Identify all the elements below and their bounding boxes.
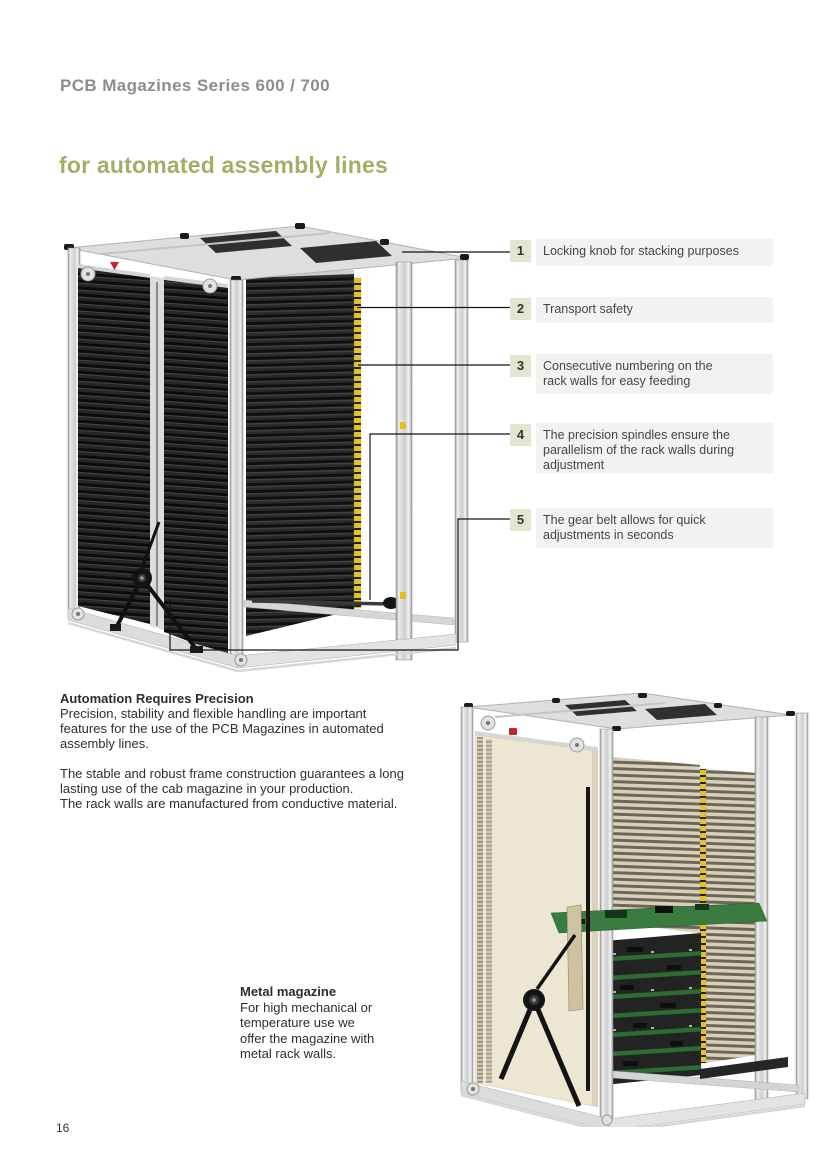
frame-post-right	[395, 261, 413, 661]
metal-magazine-section: Metal magazine For high mechanical or te…	[240, 984, 435, 1062]
callout-3: 3 Consecutive numbering on the rack wall…	[510, 354, 773, 394]
callout-number: 1	[510, 240, 531, 262]
frame-post-rear-right	[795, 712, 809, 1100]
callout-label: Transport safety	[536, 297, 773, 323]
callout-2: 2 Transport safety	[510, 297, 773, 323]
photo-metal-magazine	[455, 693, 812, 1127]
callout-4: 4 The precision spindles ensure the para…	[510, 423, 773, 473]
clamp-bar	[566, 904, 584, 1012]
callout-label: The gear belt allows for quick adjustmen…	[536, 508, 773, 548]
rack-wall-middle	[164, 280, 228, 656]
frame-post-left	[460, 706, 474, 1094]
brand-logo	[110, 262, 119, 270]
callout-number: 3	[510, 355, 531, 377]
protruding-pcb	[550, 902, 768, 934]
frame-post-rear-right	[454, 259, 469, 643]
page-headline: for automated assembly lines	[59, 152, 388, 178]
numbering-strip	[353, 277, 362, 609]
base-frame	[460, 1080, 610, 1127]
photo-pcb-magazine-main	[60, 222, 470, 672]
page-number: 16	[56, 1121, 70, 1135]
callout-label: The precision spindles ensure the parall…	[536, 423, 773, 473]
guide-rollers	[71, 266, 248, 667]
section-paragraph: For high mechanical or temperature use w…	[240, 999, 375, 1062]
stacking-knobs	[64, 223, 469, 282]
rack-wall-left	[78, 268, 150, 624]
callout-number: 4	[510, 424, 531, 446]
transport-safety-knob	[509, 728, 517, 735]
callout-number: 2	[510, 298, 531, 320]
automation-section: Automation Requires Precision Precision,…	[60, 691, 460, 826]
rack-wall-rear	[246, 274, 354, 636]
section-paragraph: Precision, stability and flexible handli…	[60, 706, 384, 751]
gear-belt	[498, 933, 582, 1107]
callout-label: Locking knob for stacking purposes	[536, 239, 773, 266]
section-heading: Automation Requires Precision	[60, 691, 254, 706]
drive-belt	[586, 787, 590, 1091]
warning-label	[400, 592, 406, 599]
section-paragraph: The stable and robust frame construction…	[60, 766, 404, 811]
warning-label	[400, 422, 406, 429]
callout-1: 1 Locking knob for stacking purposes	[510, 239, 773, 266]
callout-number: 5	[510, 509, 531, 531]
metal-rack-wall-left	[613, 757, 700, 933]
guide-rollers	[466, 715, 613, 1126]
series-title: PCB Magazines Series 600 / 700	[60, 76, 330, 95]
callout-label: Consecutive numbering on the rack walls …	[536, 354, 773, 394]
section-heading: Metal magazine	[240, 984, 337, 999]
frame-post-front	[229, 279, 244, 665]
callout-5: 5 The gear belt allows for quick adjustm…	[510, 508, 773, 548]
